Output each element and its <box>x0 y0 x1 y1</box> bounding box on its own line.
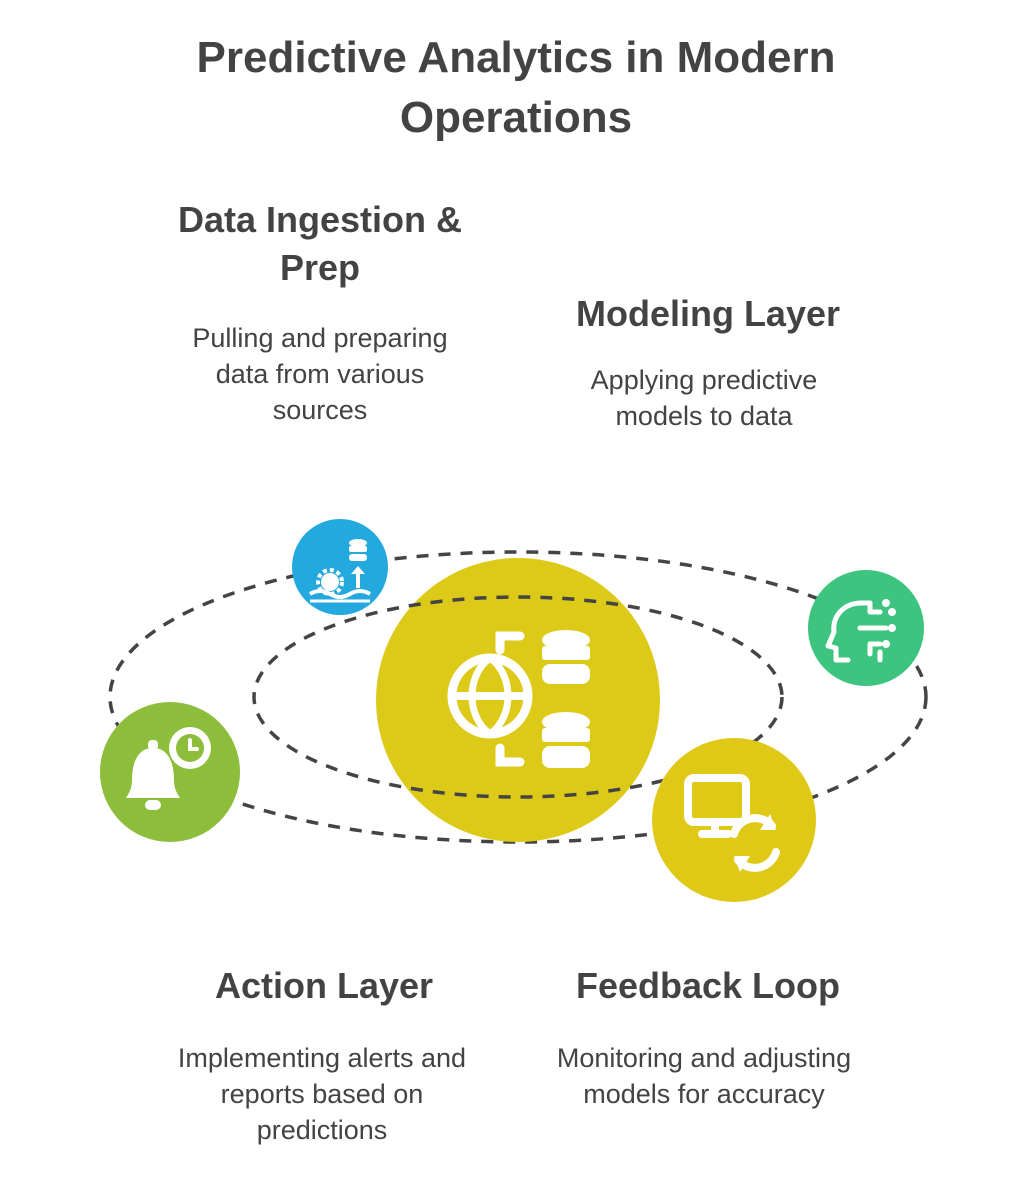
heading-feedback-loop: Feedback Loop <box>575 965 841 1006</box>
outer-orbit-ring <box>108 550 928 844</box>
desc-action-layer: Implementing alerts and reports based on… <box>177 1043 467 1145</box>
globe-database-icon <box>447 630 590 768</box>
desc-modeling-layer: Applying predictive models to data <box>590 365 818 431</box>
inner-orbit-ring <box>252 595 784 799</box>
data-ingestion-icon <box>308 539 372 603</box>
ai-head-icon <box>825 599 896 663</box>
desc-data-ingestion: Pulling and preparing data from various … <box>192 323 448 425</box>
heading-modeling-layer: Modeling Layer <box>575 293 841 334</box>
desc-feedback-loop: Monitoring and adjusting models for accu… <box>556 1043 852 1109</box>
heading-data-ingestion: Data Ingestion & Prep <box>177 199 463 288</box>
heading-action-layer: Action Layer <box>214 965 434 1006</box>
bell-clock-icon <box>126 727 211 810</box>
monitor-refresh-icon <box>684 774 780 872</box>
page-title: Predictive Analytics in Modern Operation… <box>196 33 836 142</box>
